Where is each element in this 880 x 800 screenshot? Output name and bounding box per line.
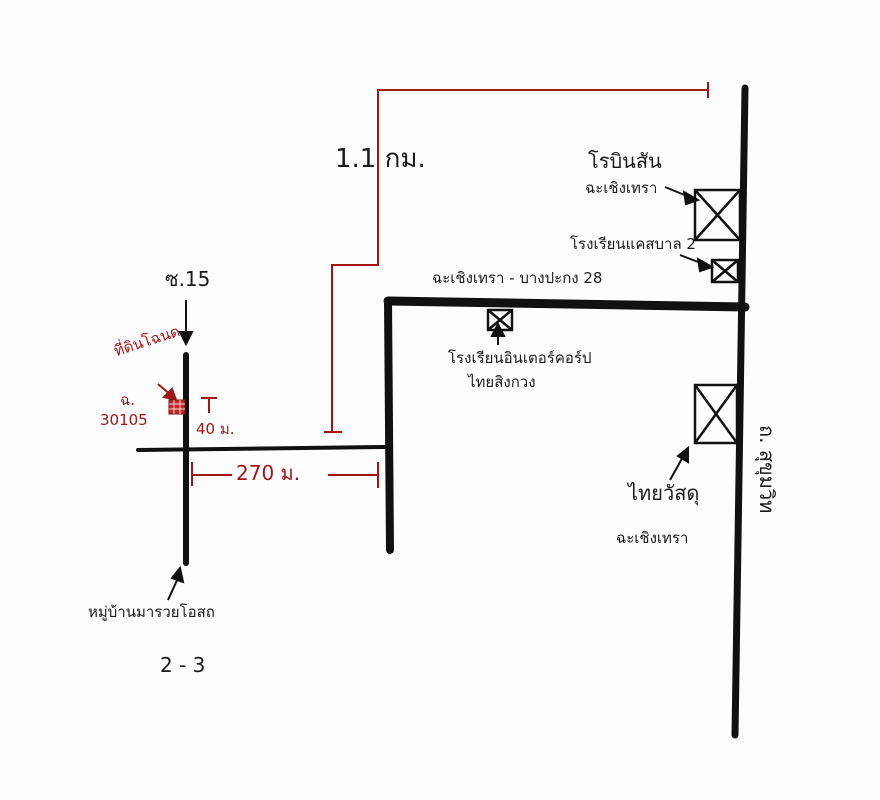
- village-name-label: หมู่บ้านมารวยโอสถ: [88, 603, 215, 621]
- building-thaiwatsadu: [693, 383, 739, 445]
- dimension-270m-line: [191, 462, 379, 488]
- building-robinson: [693, 188, 742, 242]
- thaiwatsadu-label: ไทยวัสดุ: [628, 481, 700, 505]
- land-lot-number: 30105: [100, 411, 148, 429]
- highway-road: [731, 84, 749, 739]
- roads: [136, 84, 750, 739]
- spur-road: [136, 445, 387, 452]
- building-intercorp: [486, 308, 514, 332]
- main-road-label: ฉะเชิงเทรา - บางปะกง 28: [432, 269, 603, 287]
- robinson-label: โรบินสัน: [588, 149, 662, 173]
- land-lot-marker: [168, 399, 186, 415]
- land-lot-prefix: ฉ.: [120, 391, 135, 409]
- building-school-2: [710, 258, 740, 284]
- soi-15-label: ซ.15: [165, 267, 211, 291]
- lot-arrow: [157, 383, 178, 402]
- dimension-1-1km-path: [324, 82, 709, 433]
- distance-270m-label: 270 ม.: [236, 461, 301, 485]
- connector-road: [384, 297, 394, 554]
- main-road: [383, 296, 750, 312]
- intercorp-school-label-line1: โรงเรียนอินเตอร์คอร์ป: [448, 349, 592, 367]
- distance-40m-label: 40 ม.: [196, 420, 235, 438]
- robinson-sub-label: ฉะเชิงเทรา: [585, 179, 658, 197]
- dimension-40m-line: [201, 397, 217, 413]
- intercorp-school-label-line2: ไทยสิงกวง: [468, 373, 536, 391]
- highway-label: ถ. สุขุมวิท: [755, 425, 779, 514]
- distance-1-1km-label: 1.1 กม.: [335, 144, 426, 174]
- school-2-label: โรงเรียนแคสบาล 2: [570, 235, 696, 253]
- village-phase-label: 2 - 3: [160, 653, 206, 677]
- thaiwatsadu-sub-label: ฉะเชิงเทรา: [616, 529, 689, 547]
